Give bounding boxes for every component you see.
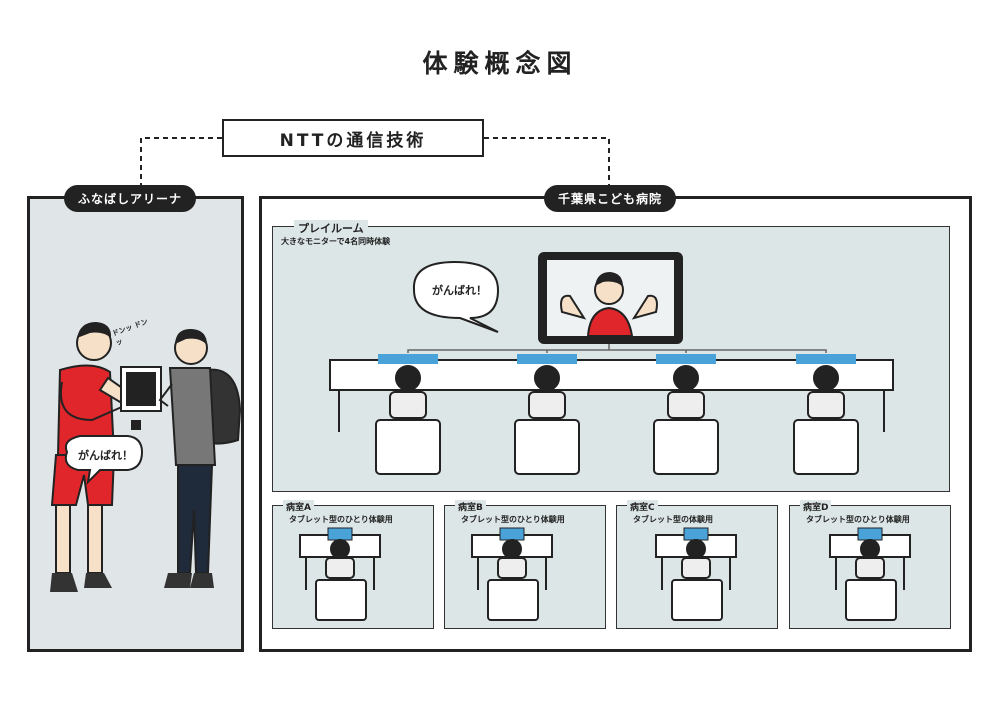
helper-figure xyxy=(158,328,242,588)
arena-speech-bubble xyxy=(64,435,144,485)
room-a-name: 病室A xyxy=(283,500,314,513)
room-a-subtitle: タブレット型のひとり体験用 xyxy=(289,515,393,524)
page-title: 体験概念図 xyxy=(422,49,578,78)
long-table xyxy=(329,359,894,391)
playroom-speech-text: がんばれ！ xyxy=(432,284,487,297)
room-d-subtitle: タブレット型のひとり体験用 xyxy=(806,515,910,524)
arena-label: ふなばしアリーナ xyxy=(64,185,197,212)
arena-speech-text: がんばれ！ xyxy=(78,449,133,462)
ntt-tech-box: NTTの通信技術 xyxy=(222,119,484,157)
arena-tablet xyxy=(120,366,162,430)
playroom-subtitle: 大きなモニターで4名同時体験 xyxy=(281,237,391,246)
big-monitor xyxy=(538,252,683,344)
room-c-subtitle: タブレット型の体験用 xyxy=(633,515,713,524)
link-ntt-arena xyxy=(140,137,222,365)
room-d-name: 病室D xyxy=(800,500,832,513)
playroom-children xyxy=(375,354,859,475)
room-b-subtitle: タブレット型のひとり体験用 xyxy=(461,515,565,524)
playroom-label: プレイルーム xyxy=(294,220,368,236)
playroom-speech-bubble xyxy=(412,260,500,333)
room-b-name: 病室B xyxy=(455,500,486,513)
hospital-label: 千葉県こども病院 xyxy=(544,185,677,212)
athlete-figure xyxy=(50,322,130,592)
room-c-name: 病室C xyxy=(627,500,658,513)
